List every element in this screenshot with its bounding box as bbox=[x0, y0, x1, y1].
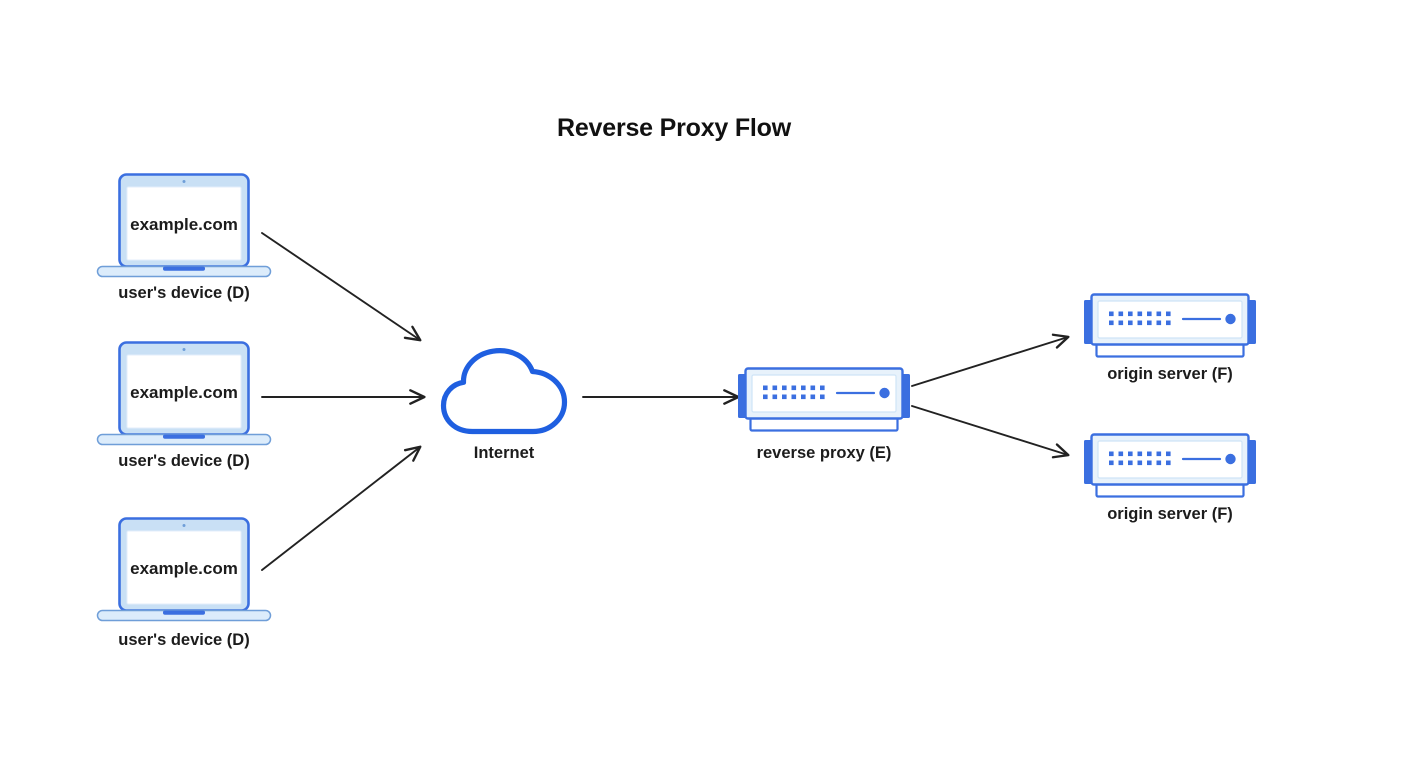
arrow-proxy-to-origin1 bbox=[911, 333, 1070, 387]
node-client-3[interactable]: example.com user's device (D) bbox=[96, 517, 272, 650]
internet-label: Internet bbox=[474, 444, 535, 462]
arrow-client1-to-internet bbox=[261, 232, 422, 342]
node-client-2[interactable]: example.com user's device (D) bbox=[96, 341, 272, 471]
client-label: user's device (D) bbox=[118, 284, 249, 302]
origin-server-label: origin server (F) bbox=[1107, 365, 1233, 383]
connection-arrows bbox=[261, 232, 1070, 571]
reverse-proxy-label: reverse proxy (E) bbox=[757, 444, 892, 462]
server-icon bbox=[1082, 433, 1258, 498]
node-origin-1[interactable]: origin server (F) bbox=[1082, 293, 1258, 384]
server-icon bbox=[1082, 293, 1258, 358]
client-screen-text: example.com bbox=[130, 383, 238, 402]
origin-server-label: origin server (F) bbox=[1107, 505, 1233, 523]
server-icon bbox=[736, 367, 912, 432]
cloud-icon bbox=[444, 351, 565, 432]
node-reverse-proxy[interactable]: reverse proxy (E) bbox=[736, 367, 912, 463]
node-internet[interactable]: Internet bbox=[444, 351, 565, 462]
arrow-client3-to-internet bbox=[261, 445, 422, 571]
client-screen-text: example.com bbox=[130, 215, 238, 234]
node-origin-2[interactable]: origin server (F) bbox=[1082, 433, 1258, 524]
client-label: user's device (D) bbox=[118, 452, 249, 470]
page-title: Reverse Proxy Flow bbox=[557, 114, 792, 142]
node-client-1[interactable]: example.com user's device (D) bbox=[96, 173, 272, 303]
client-label: user's device (D) bbox=[118, 631, 249, 649]
arrow-proxy-to-origin2 bbox=[911, 405, 1070, 459]
client-screen-text: example.com bbox=[130, 559, 238, 578]
